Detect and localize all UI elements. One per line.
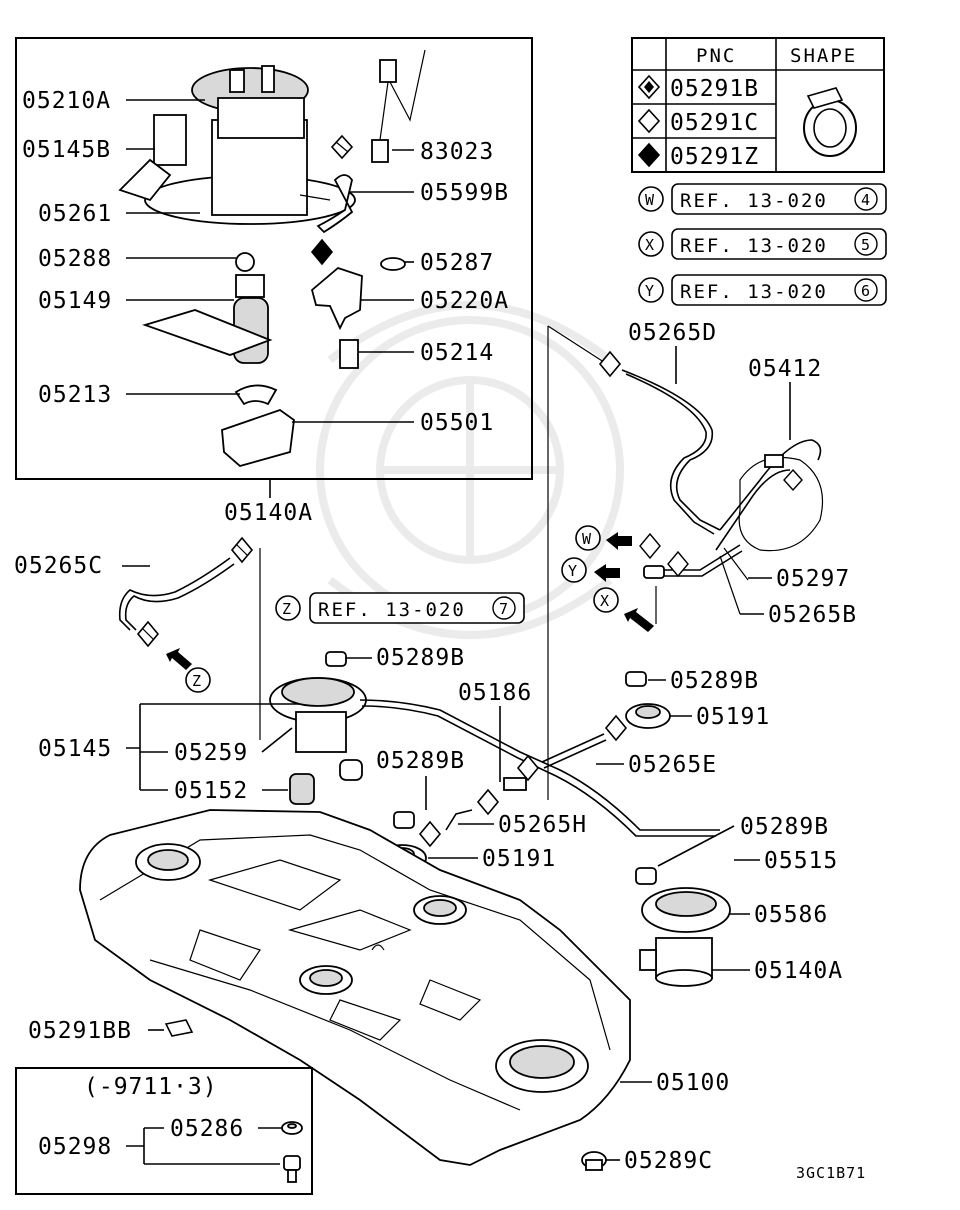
fuel-tank-illustration: [79, 809, 631, 1166]
ref-z-num: 7: [499, 600, 509, 618]
label-05288: 05288: [38, 246, 112, 272]
table-pnc-05291Z: 05291Z: [670, 144, 759, 170]
ref-w-text: REF. 13-020: [680, 190, 828, 212]
label-05214: 05214: [420, 340, 494, 366]
clamp-shape-icon: [803, 87, 857, 157]
ref-z-text: REF. 13-020: [318, 599, 466, 621]
label-05265B: 05265B: [768, 602, 857, 628]
plate-05191-upper: [625, 703, 671, 729]
cap-05289B-2: [625, 671, 647, 687]
label-05298: 05298: [38, 1134, 112, 1160]
ref-z-letter: Z: [282, 600, 292, 618]
label-05191-2: 05191: [482, 846, 556, 872]
connector-w-letter: W: [582, 530, 592, 548]
label-05289B-3: 05289B: [376, 748, 465, 774]
connector-w[interactable]: W: [575, 525, 632, 551]
label-05286: 05286: [170, 1116, 244, 1142]
diamond-hatched-marker: [310, 238, 334, 266]
hose-assembly-illustration: [547, 325, 824, 800]
connector-z-lower[interactable]: Z: [185, 667, 211, 693]
hose-05265C-illustration: [118, 536, 261, 740]
cap-05289B-3: [393, 811, 415, 829]
fuel-pump-module-illustration: [118, 49, 426, 467]
label-05140A-lower: 05140A: [754, 958, 843, 984]
washer-05286: [281, 1121, 303, 1135]
pump-unit-05586-illustration: [639, 887, 731, 987]
label-05191-1: 05191: [696, 704, 770, 730]
diamond-filled-symbol: [637, 142, 661, 168]
table-header-shape: SHAPE: [790, 45, 857, 67]
table-header-pnc: PNC: [696, 45, 736, 67]
cap-05289B-4: [635, 867, 657, 885]
label-05599B: 05599B: [420, 180, 509, 206]
label-05210A: 05210A: [22, 88, 111, 114]
table-pnc-05291C: 05291C: [670, 110, 759, 136]
label-05501: 05501: [420, 410, 494, 436]
label-05220A: 05220A: [420, 288, 509, 314]
label-05412: 05412: [748, 356, 822, 382]
label-05289B-4: 05289B: [740, 814, 829, 840]
label-05287: 05287: [420, 250, 494, 276]
arrow-down-right-icon: [166, 648, 192, 670]
label-05259: 05259: [174, 740, 248, 766]
connector-x[interactable]: X: [593, 586, 657, 632]
label-83023: 83023: [420, 139, 494, 165]
arrow-left-icon: [594, 564, 620, 582]
ref-z[interactable]: Z REF. 13-020 7: [275, 592, 525, 624]
ref-y-text: REF. 13-020: [680, 281, 828, 303]
label-05145: 05145: [38, 736, 112, 762]
cap-05289C: [581, 1151, 607, 1171]
label-05265D: 05265D: [628, 320, 717, 346]
connector-z-letter: Z: [192, 672, 202, 690]
ref-w-letter: W: [645, 191, 655, 209]
label-05291BB: 05291BB: [28, 1018, 132, 1044]
ref-w-num: 4: [861, 191, 871, 209]
arrow-left-icon: [606, 532, 632, 550]
label-05152: 05152: [174, 778, 248, 804]
hose-05265E-illustration: [418, 714, 628, 848]
pump-module-inset-box: [15, 37, 533, 480]
diamond-open-symbol: [637, 108, 661, 134]
arrow-down-left-icon: [624, 608, 654, 632]
label-05289B-2: 05289B: [670, 668, 759, 694]
bolt-05286: [283, 1155, 301, 1183]
table-pnc-05291B: 05291B: [670, 76, 759, 102]
inset-leader-lines: [126, 99, 414, 423]
ref-y-letter: Y: [645, 282, 655, 300]
label-05213: 05213: [38, 382, 112, 408]
label-05265C: 05265C: [14, 553, 103, 579]
diagram-code: 3GC1B71: [796, 1164, 866, 1182]
label-05145B: 05145B: [22, 137, 111, 163]
label-05289C: 05289C: [624, 1148, 713, 1174]
label-05186: 05186: [458, 680, 532, 706]
label-05100: 05100: [656, 1070, 730, 1096]
label-05261: 05261: [38, 201, 112, 227]
ref-w[interactable]: W REF. 13-020 4: [638, 183, 887, 215]
pnc-shape-table: [631, 37, 885, 173]
ref-x-num: 5: [861, 236, 871, 254]
label-05149: 05149: [38, 288, 112, 314]
variant-note: (-9711·3): [84, 1074, 218, 1100]
connector-y[interactable]: Y: [561, 557, 620, 583]
ref-x-text: REF. 13-020: [680, 235, 828, 257]
ref-x-letter: X: [645, 236, 655, 254]
label-05297: 05297: [776, 566, 850, 592]
connector-x-letter: X: [600, 592, 610, 610]
label-05515: 05515: [764, 848, 838, 874]
clip-05291BB: [164, 1019, 194, 1037]
label-05265H: 05265H: [498, 812, 587, 838]
variant-inset-box: [15, 1067, 313, 1195]
diamond-hatched-marker: [330, 134, 354, 160]
label-05140A-inset: 05140A: [224, 500, 313, 526]
label-05265E: 05265E: [628, 752, 717, 778]
label-05586: 05586: [754, 902, 828, 928]
pump-unit-05145-illustration: [269, 651, 720, 837]
ref-x[interactable]: X REF. 13-020 5: [638, 228, 887, 260]
label-05289B-1: 05289B: [376, 645, 465, 671]
ref-y[interactable]: Y REF. 13-020 6: [638, 274, 887, 306]
connector-y-letter: Y: [568, 562, 578, 580]
ref-y-num: 6: [861, 282, 871, 300]
